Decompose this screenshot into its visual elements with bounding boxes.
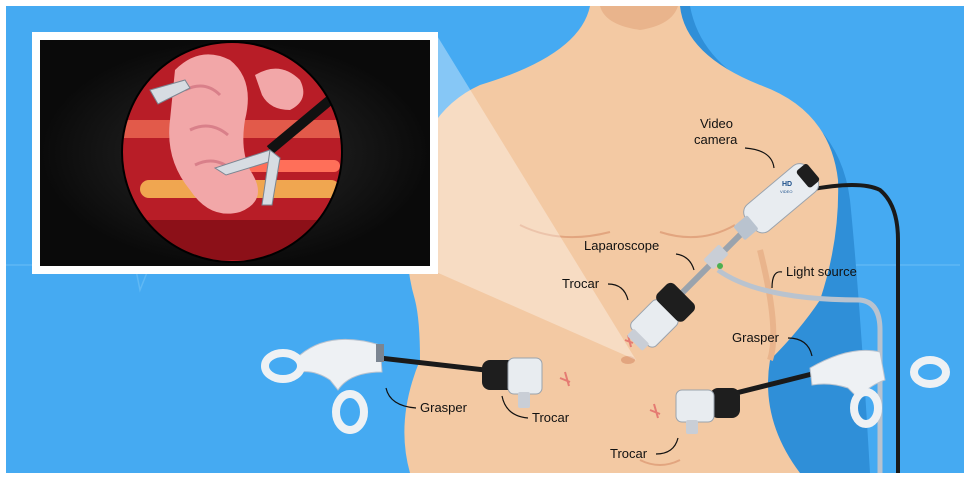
camera-badge-video: VIDEO <box>780 189 792 194</box>
label-trocar-upper: Trocar <box>562 276 599 292</box>
label-laparoscope: Laparoscope <box>584 238 659 254</box>
label-video-camera-line2: camera <box>694 132 737 148</box>
label-video-camera-line1: Video <box>700 116 733 132</box>
light-port-led <box>717 263 723 269</box>
label-grasper-left: Grasper <box>420 400 467 416</box>
camera-badge-hd: HD <box>782 181 792 188</box>
label-trocar-left: Trocar <box>532 410 569 426</box>
label-light-source: Light source <box>786 264 857 280</box>
label-trocar-bottom: Trocar <box>610 446 647 462</box>
label-grasper-right: Grasper <box>732 330 779 346</box>
